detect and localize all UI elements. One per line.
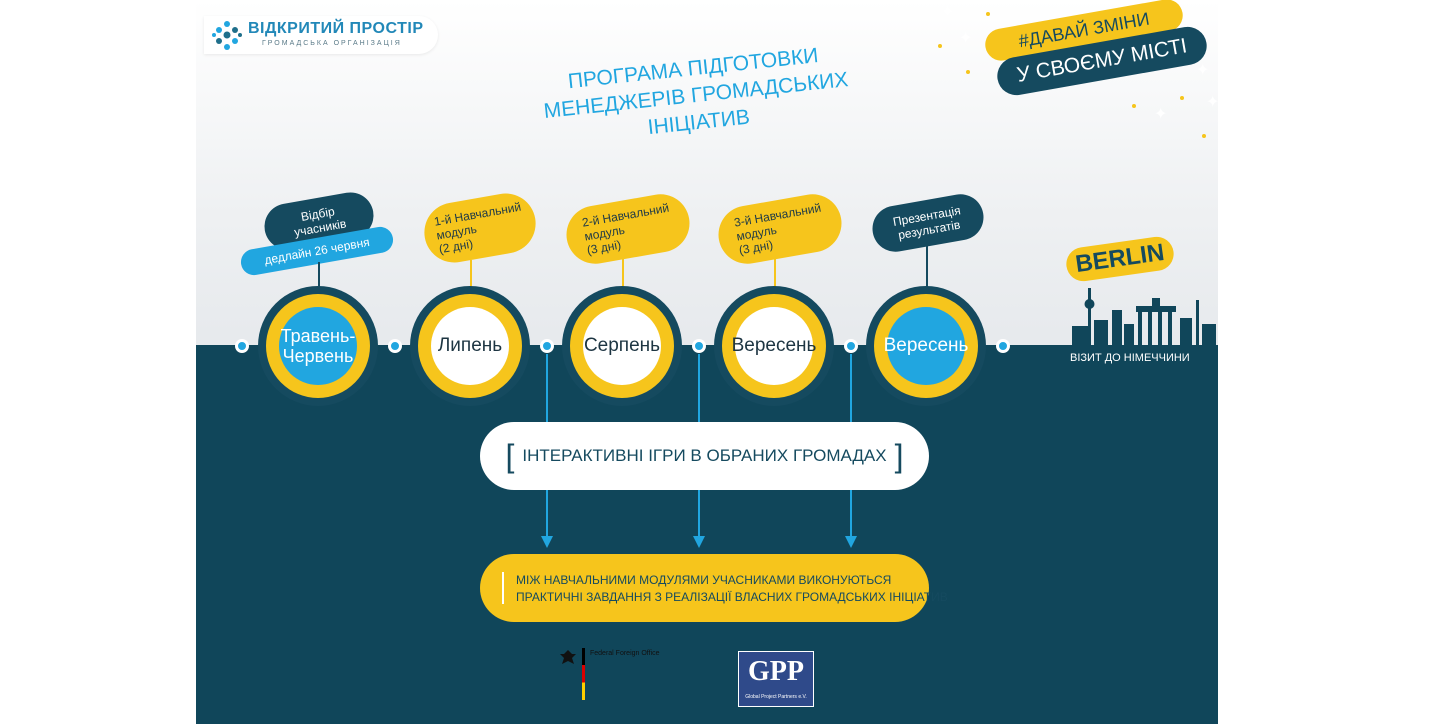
sparkle-star: ✦	[1154, 106, 1168, 123]
stage-2-connector	[470, 260, 472, 290]
berlin-caption: ВІЗИТ ДО НІМЕЧЧИНИ	[1070, 352, 1190, 364]
timeline-dot	[692, 339, 706, 353]
stage-3-month: Серпень	[583, 307, 661, 385]
logo-subtitle: ГРОМАДСЬКА ОРГАНІЗАЦІЯ	[262, 40, 402, 47]
stage-2-month: Липень	[431, 307, 509, 385]
tasks-line-2: ПРАКТИЧНІ ЗАВДАННЯ З РЕАЛІЗАЦІЇ ВЛАСНИХ …	[516, 590, 948, 604]
sparkle-dot	[966, 70, 970, 74]
timeline-dot	[540, 339, 554, 353]
ffo-name: Federal Foreign Office	[590, 650, 660, 657]
stage-2-circle: Липень	[410, 286, 530, 406]
stage-3-circle: Серпень	[562, 286, 682, 406]
sparkle-dot	[1132, 104, 1136, 108]
stage-5-month: Вересень	[884, 307, 968, 385]
sparkle-dot	[986, 12, 990, 16]
ffo-logo: Federal Foreign Office	[558, 648, 688, 700]
practical-tasks-box: МІЖ НАВЧАЛЬНИМИ МОДУЛЯМИ УЧАСНИКАМИ ВИКО…	[480, 554, 948, 622]
sparkle-star: ✦	[1206, 94, 1218, 111]
bracket-left: [	[505, 437, 515, 474]
sparkle-dot	[938, 44, 942, 48]
stage-3-connector	[622, 258, 624, 290]
stage-5-connector	[926, 244, 928, 290]
timeline-dot	[388, 339, 402, 353]
tasks-line-1: МІЖ НАВЧАЛЬНИМИ МОДУЛЯМИ УЧАСНИКАМИ ВИКО…	[516, 573, 892, 587]
infographic-poster: ВІДКРИТИЙ ПРОСТІР ГРОМАДСЬКА ОРГАНІЗАЦІЯ…	[196, 0, 1218, 724]
german-eagle-icon	[560, 650, 576, 664]
sparkle-star: ✦	[941, 4, 955, 21]
stage-4-connector	[774, 258, 776, 290]
logo-name: ВІДКРИТИЙ ПРОСТІР	[248, 20, 424, 37]
berlin-skyline-icon	[1072, 288, 1216, 348]
gpp-logo-text: GPP	[748, 656, 804, 687]
german-flag-stripe	[582, 648, 585, 700]
molecule-logo-icon	[212, 21, 242, 50]
stage-5-circle: Вересень	[866, 286, 986, 406]
stage-1-circle: Травень- Червень	[258, 286, 378, 406]
gpp-logo: GPP Global Project Partners e.V.	[738, 651, 814, 707]
sparkle-dot	[1180, 96, 1184, 100]
timeline-dot	[996, 339, 1010, 353]
tasks-accent-bar	[502, 572, 504, 604]
stage-4-month: Вересень	[732, 307, 816, 385]
bracket-right: ]	[894, 437, 904, 474]
timeline-dot	[844, 339, 858, 353]
interactive-games-box: [ ІНТЕРАКТИВНІ ІГРИ В ОБРАНИХ ГРОМАДАХ ]	[480, 422, 929, 490]
stage-4-circle: Вересень	[714, 286, 834, 406]
stage-1-month: Травень- Червень	[279, 307, 357, 385]
dark-background	[196, 346, 1218, 724]
sparkle-star: ✦	[1196, 62, 1210, 79]
logo-badge: ВІДКРИТИЙ ПРОСТІР ГРОМАДСЬКА ОРГАНІЗАЦІЯ	[204, 16, 438, 54]
sparkle-dot	[1202, 134, 1206, 138]
interactive-games-text: ІНТЕРАКТИВНІ ІГРИ В ОБРАНИХ ГРОМАДАХ	[522, 446, 887, 465]
stage-1-connector	[318, 262, 320, 290]
timeline-dot	[235, 339, 249, 353]
sparkle-star: ✦	[959, 30, 973, 47]
gpp-name: Global Project Partners e.V.	[745, 694, 807, 700]
